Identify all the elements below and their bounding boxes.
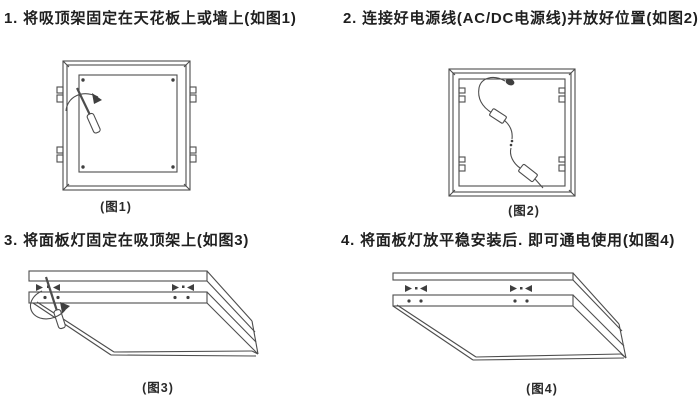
figure-3 xyxy=(20,260,265,373)
mounting-clips xyxy=(458,87,566,172)
power-plug xyxy=(505,78,515,86)
power-cable-icon xyxy=(478,76,544,189)
mount-frame-outline xyxy=(62,60,191,191)
figure-2-drawing xyxy=(448,68,576,197)
mount-frame-outline xyxy=(448,68,576,197)
ceiling-rails xyxy=(28,270,208,304)
figure-2-caption: (图2) xyxy=(508,204,540,218)
screw-dots xyxy=(81,78,175,169)
frame-perspective-edge xyxy=(206,270,259,355)
rail-screw-dots xyxy=(407,299,529,303)
figure-4 xyxy=(383,260,633,373)
step-1-text: 1. 将吸顶架固定在天花板上或墙上(如图1) xyxy=(4,10,297,27)
latch-arrows xyxy=(405,285,532,292)
panel-light-flat xyxy=(392,304,627,361)
figure-1 xyxy=(55,50,205,203)
step-3-text: 3. 将面板灯固定在吸顶架上(如图3) xyxy=(4,232,250,249)
step-2-text: 2. 连接好电源线(AC/DC电源线)并放好位置(如图2) xyxy=(343,10,699,27)
frame-perspective-edge xyxy=(572,272,627,359)
rotation-arrow-icon xyxy=(65,93,102,112)
screwdriver-icon xyxy=(76,87,101,134)
screwdriver-icon xyxy=(44,276,66,330)
step-4-text: 4. 将面板灯放平稳安装后. 即可通电使用(如图4) xyxy=(341,232,676,249)
figure-3-caption: (图3) xyxy=(142,381,174,395)
rail-screw-dots xyxy=(43,295,190,300)
latch-arrows xyxy=(36,284,194,291)
figure-1-drawing xyxy=(56,60,197,191)
figure-3-drawing xyxy=(28,270,259,357)
mounting-clips xyxy=(56,86,197,163)
figure-4-drawing xyxy=(392,272,627,361)
figure-1-caption: (图1) xyxy=(100,200,132,214)
panel-light-tilted xyxy=(32,301,259,357)
figure-2 xyxy=(443,62,583,209)
rotation-arrow-icon xyxy=(29,290,70,320)
figure-4-caption: (图4) xyxy=(526,382,558,396)
cable-connector xyxy=(489,108,507,124)
ceiling-rails xyxy=(392,272,574,307)
driver-box xyxy=(518,163,538,183)
